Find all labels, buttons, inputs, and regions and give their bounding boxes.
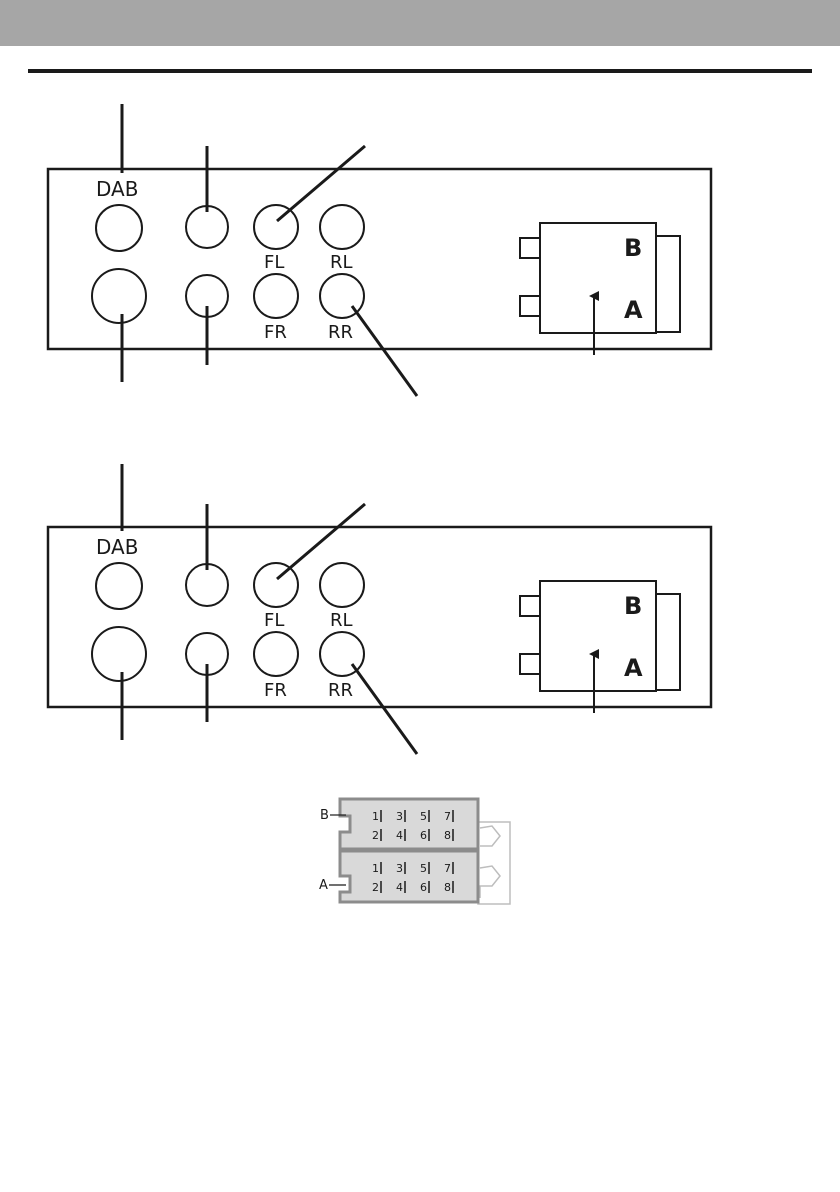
pin-a-8: 8 bbox=[444, 881, 451, 894]
iso-b-label: B bbox=[624, 592, 642, 620]
iso-latch-upper bbox=[520, 596, 540, 616]
iso-latch-lower bbox=[520, 296, 540, 316]
pin-b-1: 1 bbox=[372, 810, 379, 823]
fm-antenna-jack bbox=[92, 269, 146, 323]
fr-jack bbox=[254, 274, 298, 318]
fm-antenna-jack bbox=[92, 627, 146, 681]
pin-b-4: 4 bbox=[396, 829, 403, 842]
leader-rear-out bbox=[352, 306, 417, 396]
rr-label: RR bbox=[328, 680, 353, 701]
iso-socket-side bbox=[656, 594, 680, 690]
pin-b-6: 6 bbox=[420, 829, 427, 842]
leader-front-out bbox=[277, 504, 365, 579]
pin-b-3: 3 bbox=[396, 810, 403, 823]
iso-a-label: A bbox=[624, 654, 643, 682]
dab-antenna-jack bbox=[96, 205, 142, 251]
rear-panel-1: DAB FL RL FR RR B A bbox=[48, 104, 711, 396]
dab-antenna-jack bbox=[96, 563, 142, 609]
rl-jack bbox=[320, 205, 364, 249]
fr-label: FR bbox=[264, 322, 287, 343]
fl-jack bbox=[254, 563, 298, 607]
panel-frame bbox=[48, 527, 711, 707]
pin-a-1: 1 bbox=[372, 862, 379, 875]
fl-label: FL bbox=[264, 610, 284, 631]
pin-b-8: 8 bbox=[444, 829, 451, 842]
connector-b-label: B bbox=[320, 808, 329, 823]
rear-panel-2: DAB FL RL FR RR B A bbox=[48, 464, 711, 754]
fl-label: FL bbox=[264, 252, 284, 273]
pin-a-2: 2 bbox=[372, 881, 379, 894]
dab-label: DAB bbox=[96, 177, 138, 201]
pin-a-7: 7 bbox=[444, 862, 451, 875]
panel-frame bbox=[48, 169, 711, 349]
leader-front-out bbox=[277, 146, 365, 221]
connector-a-label: A bbox=[319, 878, 328, 893]
connector-clip bbox=[478, 822, 510, 904]
connector-block-a: 1 3 5 7 2 4 6 8 bbox=[340, 851, 478, 902]
pin-a-4: 4 bbox=[396, 881, 403, 894]
pin-b-7: 7 bbox=[444, 810, 451, 823]
iso-socket-side bbox=[656, 236, 680, 332]
pin-a-5: 5 bbox=[420, 862, 427, 875]
iso-latch-lower bbox=[520, 654, 540, 674]
pin-b-5: 5 bbox=[420, 810, 427, 823]
dab-label: DAB bbox=[96, 535, 138, 559]
iso-connector-detail: 1 3 5 7 2 4 6 8 1 3 5 7 2 4 6 8 bbox=[319, 799, 510, 904]
iso-b-label: B bbox=[624, 234, 642, 262]
rl-label: RL bbox=[330, 252, 353, 273]
leader-rear-out bbox=[352, 664, 417, 754]
rl-label: RL bbox=[330, 610, 353, 631]
rl-jack bbox=[320, 563, 364, 607]
upper-aux-jack bbox=[186, 206, 228, 248]
fl-jack bbox=[254, 205, 298, 249]
pin-a-6: 6 bbox=[420, 881, 427, 894]
upper-aux-jack bbox=[186, 564, 228, 606]
pin-a-3: 3 bbox=[396, 862, 403, 875]
iso-latch-upper bbox=[520, 238, 540, 258]
pin-b-2: 2 bbox=[372, 829, 379, 842]
fr-label: FR bbox=[264, 680, 287, 701]
iso-a-label: A bbox=[624, 296, 643, 324]
rr-label: RR bbox=[328, 322, 353, 343]
fr-jack bbox=[254, 632, 298, 676]
connector-block-b: 1 3 5 7 2 4 6 8 bbox=[340, 799, 478, 849]
